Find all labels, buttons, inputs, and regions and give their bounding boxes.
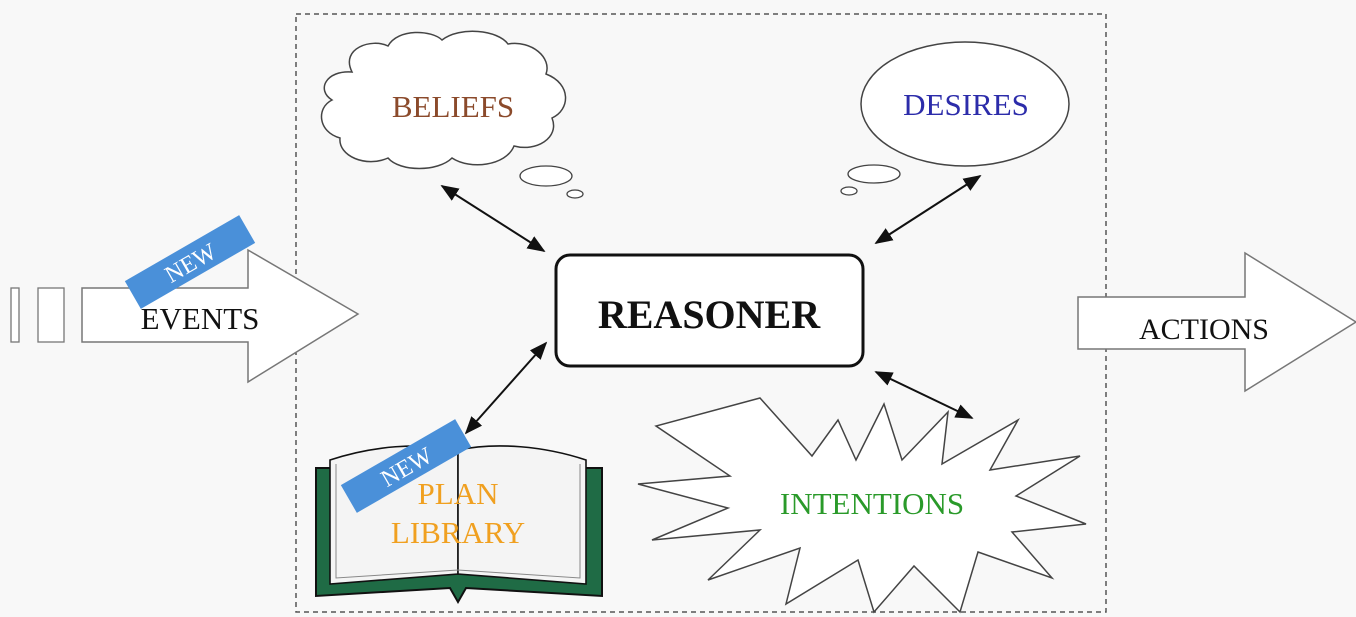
plan-library-reasoner-arrow [464, 341, 548, 435]
events-arrow: EVENTS [10, 248, 360, 384]
block-arrow-right-icon [1077, 251, 1356, 393]
intentions-reasoner-arrow [874, 371, 974, 419]
block-arrow-right-icon [81, 248, 360, 384]
reasoner-node: REASONER [554, 253, 865, 368]
intentions-node: INTENTIONS [637, 397, 1087, 614]
thought-bubble-dot-small [840, 186, 858, 196]
new-badge-events-bg [124, 215, 256, 309]
intentions-label: INTENTIONS [780, 486, 964, 521]
desires-reasoner-arrow [874, 175, 982, 244]
open-book-icon [315, 445, 603, 605]
thought-bubble-dot-large [519, 165, 573, 187]
beliefs-label: BELIEFS [392, 89, 514, 124]
events-tail-bar-1 [10, 287, 20, 343]
desires-node: DESIRES [840, 41, 1070, 196]
beliefs-reasoner-arrow [440, 185, 546, 252]
plan-library-node: PLAN LIBRARY [315, 445, 603, 605]
events-label: EVENTS [141, 301, 260, 336]
actions-label: ACTIONS [1139, 313, 1269, 346]
reasoner-label: REASONER [598, 292, 821, 337]
thought-bubble-icon [860, 41, 1070, 167]
thought-cloud-icon [320, 30, 567, 170]
plan-library-label-line2: LIBRARY [391, 515, 525, 550]
plan-library-label-line1: PLAN [418, 476, 499, 511]
starburst-icon [637, 397, 1087, 614]
beliefs-node: BELIEFS [320, 30, 584, 199]
actions-arrow: ACTIONS [1077, 251, 1356, 393]
thought-bubble-dot-large [847, 164, 901, 184]
desires-label: DESIRES [903, 87, 1029, 122]
thought-bubble-dot-small [566, 189, 584, 199]
new-badge-plan-library-bg [340, 419, 472, 513]
events-tail-bar-2 [37, 287, 65, 343]
reasoner-box [554, 253, 865, 368]
